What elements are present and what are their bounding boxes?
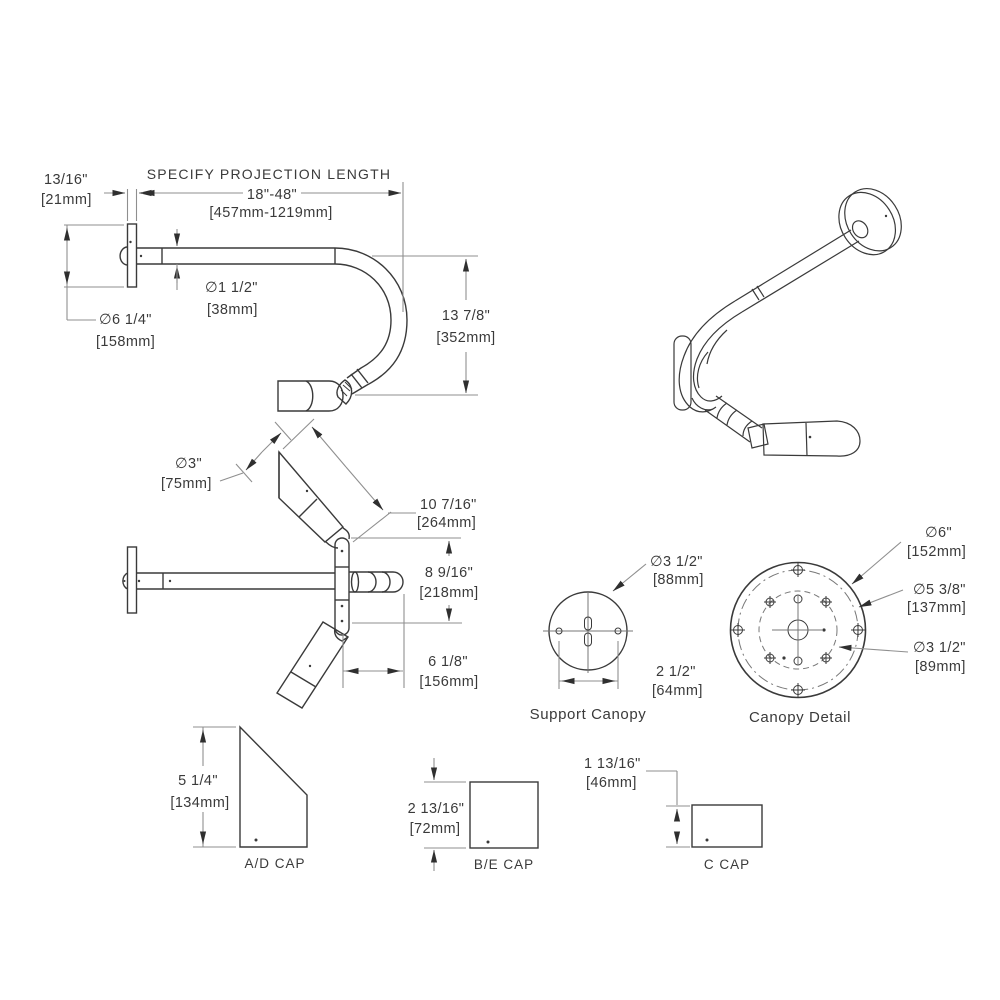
drop-in: 13 7/8" bbox=[442, 308, 490, 324]
projection-range-mm: [457mm-1219mm] bbox=[209, 205, 332, 221]
canopy-outer-in: ∅6" bbox=[925, 525, 952, 541]
support-canopy-caption: Support Canopy bbox=[530, 706, 647, 723]
ad-cap-in: 5 1/4" bbox=[178, 773, 218, 789]
plan-view: ∅3" [75mm] 10 7/16" [264mm] 8 9/16" [218… bbox=[122, 418, 478, 709]
offset-height-in: 8 9/16" bbox=[425, 565, 473, 581]
side-elevation-view: 13/16" [21mm] SPECIFY PROJECTION LENGTH … bbox=[41, 166, 495, 412]
be-cap-caption: B/E CAP bbox=[474, 857, 534, 872]
be-cap-in: 2 13/16" bbox=[408, 801, 465, 817]
support-canopy-dia-in: ∅3 1/2" bbox=[650, 554, 703, 570]
canopy-inner-in: ∅3 1/2" bbox=[913, 640, 966, 656]
be-cap-mm: [72mm] bbox=[410, 821, 461, 837]
offset-width-mm: [156mm] bbox=[419, 674, 478, 690]
support-canopy-view: ∅3 1/2" [88mm] 2 1/2" [64mm] Support Can… bbox=[530, 554, 704, 723]
offset-width-in: 6 1/8" bbox=[428, 654, 468, 670]
c-cap-caption: C CAP bbox=[704, 857, 750, 872]
shade-dia-mm: [75mm] bbox=[161, 476, 212, 492]
arm-dia-in: ∅1 1/2" bbox=[205, 280, 258, 296]
shade-dia-in: ∅3" bbox=[175, 456, 202, 472]
canopy-inner-mm: [89mm] bbox=[915, 659, 966, 675]
support-canopy-dia-mm: [88mm] bbox=[653, 572, 704, 588]
ad-cap-view: 5 1/4" [134mm] A/D CAP bbox=[170, 725, 308, 871]
shade-len-in: 10 7/16" bbox=[420, 497, 477, 513]
canopy-detail-caption: Canopy Detail bbox=[749, 709, 851, 726]
canopy-bolt-mm: [137mm] bbox=[907, 600, 966, 616]
be-cap-view: 2 13/16" [72mm] B/E CAP bbox=[408, 758, 539, 872]
offset-height-mm: [218mm] bbox=[419, 585, 478, 601]
ad-cap-caption: A/D CAP bbox=[244, 856, 305, 871]
isometric-view bbox=[673, 188, 902, 457]
ad-cap-mm: [134mm] bbox=[170, 795, 229, 811]
canopy-outer-mm: [152mm] bbox=[907, 544, 966, 560]
drop-mm: [352mm] bbox=[436, 330, 495, 346]
c-cap-view: 1 13/16" [46mm] C CAP bbox=[584, 756, 763, 872]
shade-len-mm: [264mm] bbox=[417, 515, 476, 531]
dimension-lines-plan-view bbox=[219, 418, 462, 688]
backplate-dia-in: ∅6 1/4" bbox=[99, 312, 152, 328]
c-cap-mm: [46mm] bbox=[586, 775, 637, 791]
canopy-bolt-in: ∅5 3/8" bbox=[913, 582, 966, 598]
support-canopy-bolt-mm: [64mm] bbox=[652, 683, 703, 699]
support-canopy-bolt-in: 2 1/2" bbox=[656, 664, 696, 680]
arm-dia-mm: [38mm] bbox=[207, 302, 258, 318]
plate-thickness-in: 13/16" bbox=[44, 172, 88, 188]
plate-thickness-mm: [21mm] bbox=[41, 192, 92, 208]
projection-title: SPECIFY PROJECTION LENGTH bbox=[147, 166, 391, 182]
canopy-detail-view: ∅6" [152mm] ∅5 3/8" [137mm] ∅3 1/2" [89m… bbox=[729, 525, 966, 726]
dimension-lines-side-view bbox=[63, 182, 478, 396]
projection-range-in: 18"-48" bbox=[247, 187, 297, 203]
backplate-dia-mm: [158mm] bbox=[96, 334, 155, 350]
c-cap-in: 1 13/16" bbox=[584, 756, 641, 772]
